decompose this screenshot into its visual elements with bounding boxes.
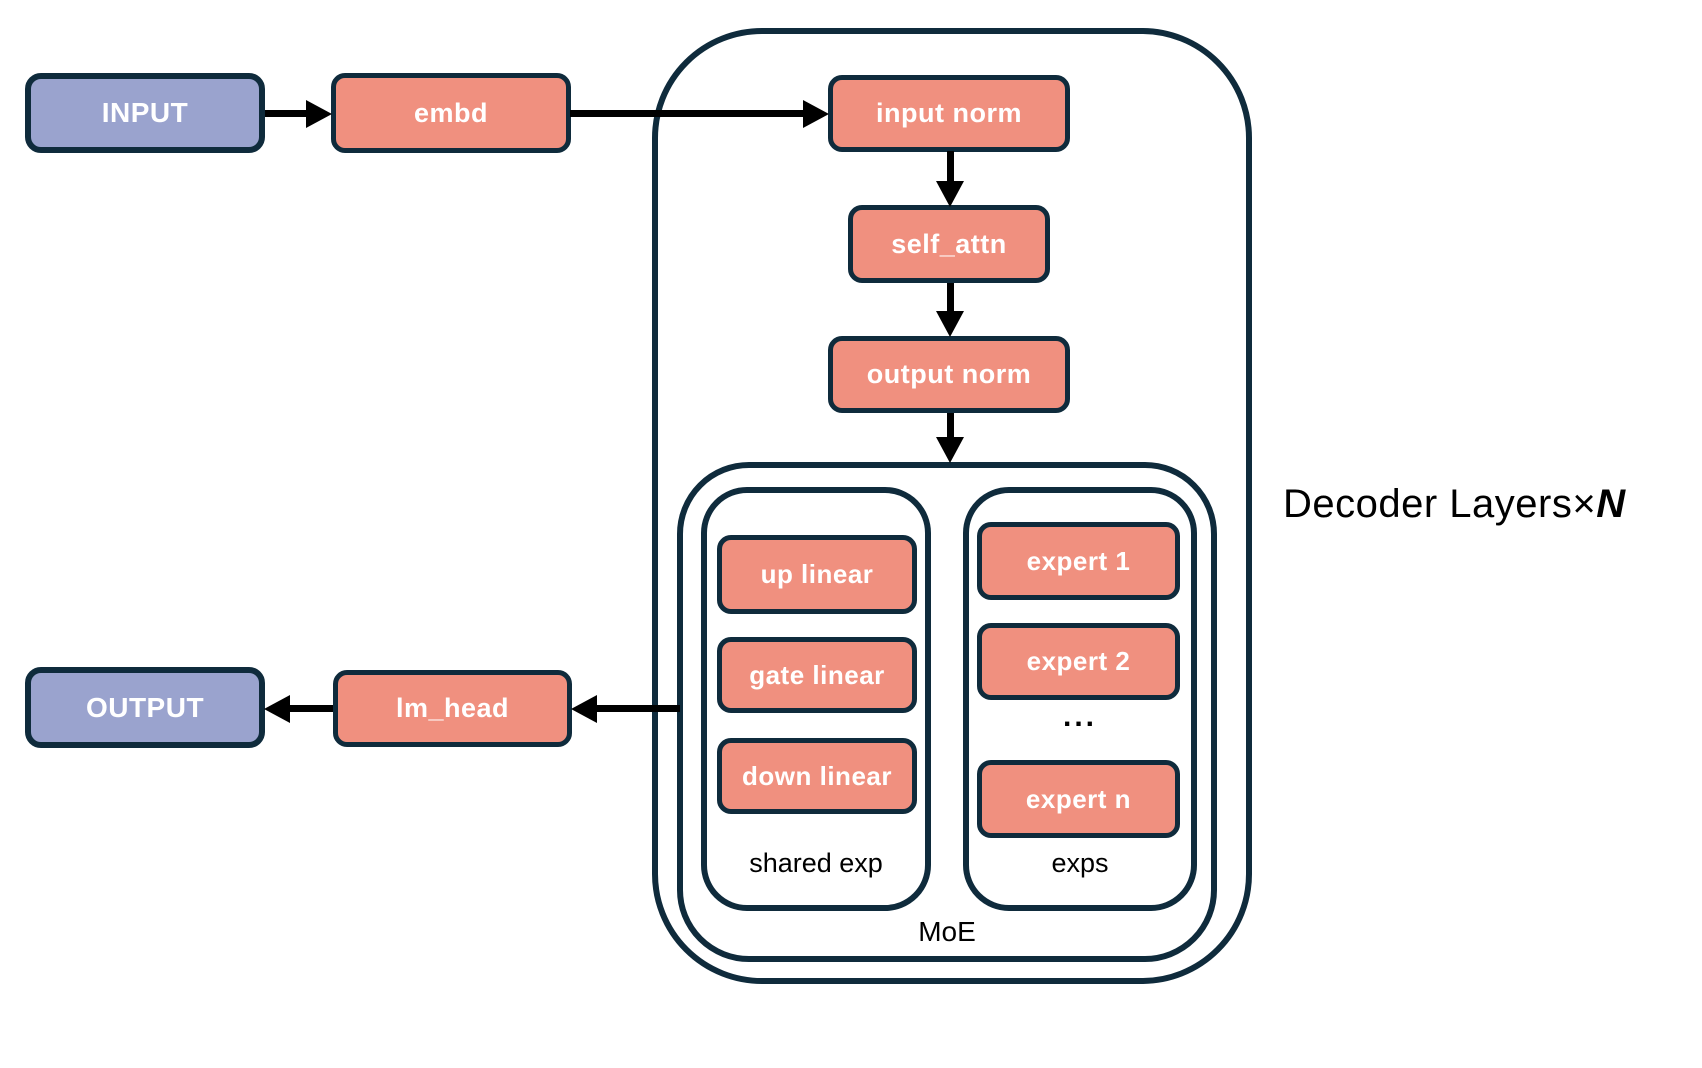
output-norm-node: output norm — [828, 336, 1070, 413]
arrow-inputnorm-to-selfattn-head — [936, 181, 964, 207]
arrow-inputnorm-to-selfattn-line — [947, 151, 954, 182]
arrow-moe-to-lmhead-head — [571, 695, 597, 723]
exps-label: exps — [1051, 848, 1109, 878]
arrow-outputnorm-to-moe-head — [936, 437, 964, 463]
output-node: OUTPUT — [25, 667, 265, 748]
arrow-embd-to-inputnorm-head — [803, 100, 829, 128]
expert-1-node: expert 1 — [977, 522, 1180, 600]
expert-2-node: expert 2 — [977, 623, 1180, 700]
gate-linear-node: gate linear — [717, 637, 917, 713]
arrow-moe-to-lmhead-line — [597, 705, 680, 712]
moe-label: MoE — [918, 916, 976, 947]
up-linear-node: up linear — [717, 535, 917, 614]
multiplier-sign: × — [1572, 482, 1597, 526]
input-norm-node: input norm — [828, 75, 1070, 152]
arrow-selfattn-to-outputnorm-line — [947, 283, 954, 312]
arrow-input-to-embd-head — [306, 100, 332, 128]
embd-node: embd — [331, 73, 571, 153]
arrow-embd-to-inputnorm-line — [570, 110, 806, 117]
decoder-layers-text: Decoder Layers — [1283, 482, 1573, 526]
arrow-selfattn-to-outputnorm-head — [936, 311, 964, 337]
experts-ellipsis: ... — [1062, 700, 1097, 733]
arrow-lmhead-to-output-line — [290, 705, 333, 712]
self-attn-node: self_attn — [848, 205, 1050, 283]
arrow-input-to-embd-line — [265, 110, 310, 117]
shared-exp-label: shared exp — [749, 848, 883, 878]
n-variable: N — [1596, 482, 1626, 526]
lm-head-node: lm_head — [333, 670, 572, 747]
down-linear-node: down linear — [717, 738, 917, 814]
arrow-lmhead-to-output-head — [264, 695, 290, 723]
decoder-layers-label: Decoder Layers×N — [1283, 482, 1683, 527]
expert-n-node: expert n — [977, 760, 1180, 838]
arrow-outputnorm-to-moe-line — [947, 413, 954, 438]
input-node: INPUT — [25, 73, 265, 153]
